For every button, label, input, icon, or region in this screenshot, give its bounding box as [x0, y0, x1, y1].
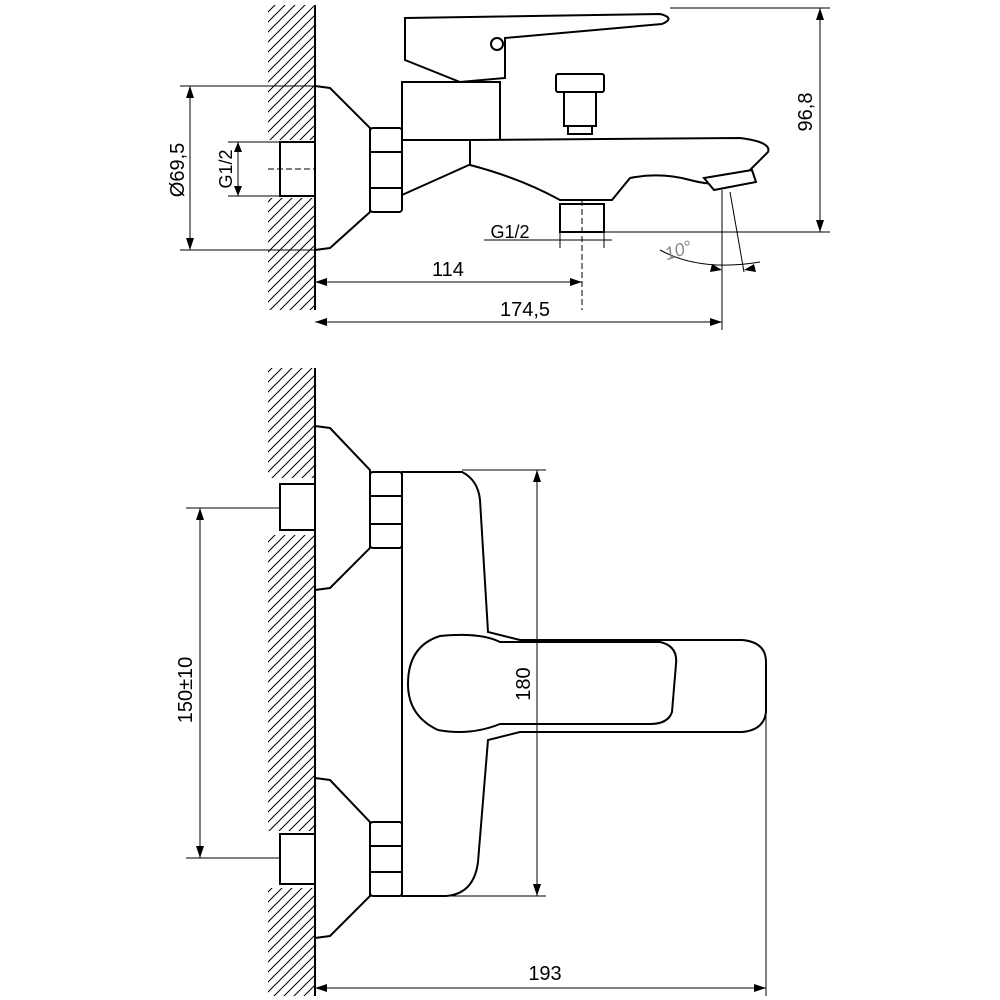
handle-pivot-side: [490, 37, 504, 51]
upper-inlet-top: [279, 424, 403, 592]
dim-height-label: 96,8: [795, 93, 817, 132]
dim-outlet-thread-label: G1/2: [490, 222, 529, 242]
dim-total-depth-top: 193: [315, 700, 767, 996]
mixer-body-lower-side: [401, 139, 482, 197]
dim-flange-diameter-side: Ø69,5: [167, 85, 320, 251]
lower-inlet-top: [279, 776, 403, 940]
wall-hatch-side: [268, 5, 316, 310]
dim-inlet-spacing-label: 150±10: [175, 657, 197, 724]
dim-flange-diameter-label: Ø69,5: [167, 143, 189, 197]
hex-nut-side: [369, 127, 403, 213]
dim-inlet-spacing-top: 150±10: [175, 507, 280, 859]
top-view: 150±10 180 193: [175, 368, 767, 996]
flange-side: [314, 84, 371, 252]
dim-body-width-label: 180: [513, 667, 535, 700]
outlet-connector-side: [559, 200, 605, 310]
dim-spout-reach-side: 174,5: [315, 190, 723, 330]
dim-outlet-offset-side: 114: [315, 259, 582, 286]
dim-body-width-top: 180: [446, 469, 546, 897]
lever-handle-top: [406, 633, 678, 733]
dim-inlet-thread-label: G1/2: [216, 149, 236, 188]
diverter-knob-side: [555, 73, 605, 135]
dim-spout-angle-label: 10°: [662, 237, 694, 264]
inlet-pipe-side: [268, 141, 322, 197]
dim-total-depth-label: 193: [528, 963, 561, 985]
spout-side: [469, 136, 770, 201]
dim-outlet-offset-label: 114: [432, 259, 464, 281]
dim-spout-reach-label: 174,5: [500, 299, 550, 321]
lever-handle-side: [404, 12, 670, 84]
mixer-body-side: [401, 81, 501, 141]
dim-height-side: 96,8: [604, 7, 830, 233]
dim-inlet-thread-side: G1/2: [216, 141, 284, 197]
side-view: 96,8 Ø69,5 G1/2 G1/2 114: [167, 5, 830, 330]
wall-hatch-top: [268, 368, 316, 996]
dim-outlet-thread-side: G1/2: [484, 222, 612, 248]
aerator-tip-side: [702, 168, 758, 192]
